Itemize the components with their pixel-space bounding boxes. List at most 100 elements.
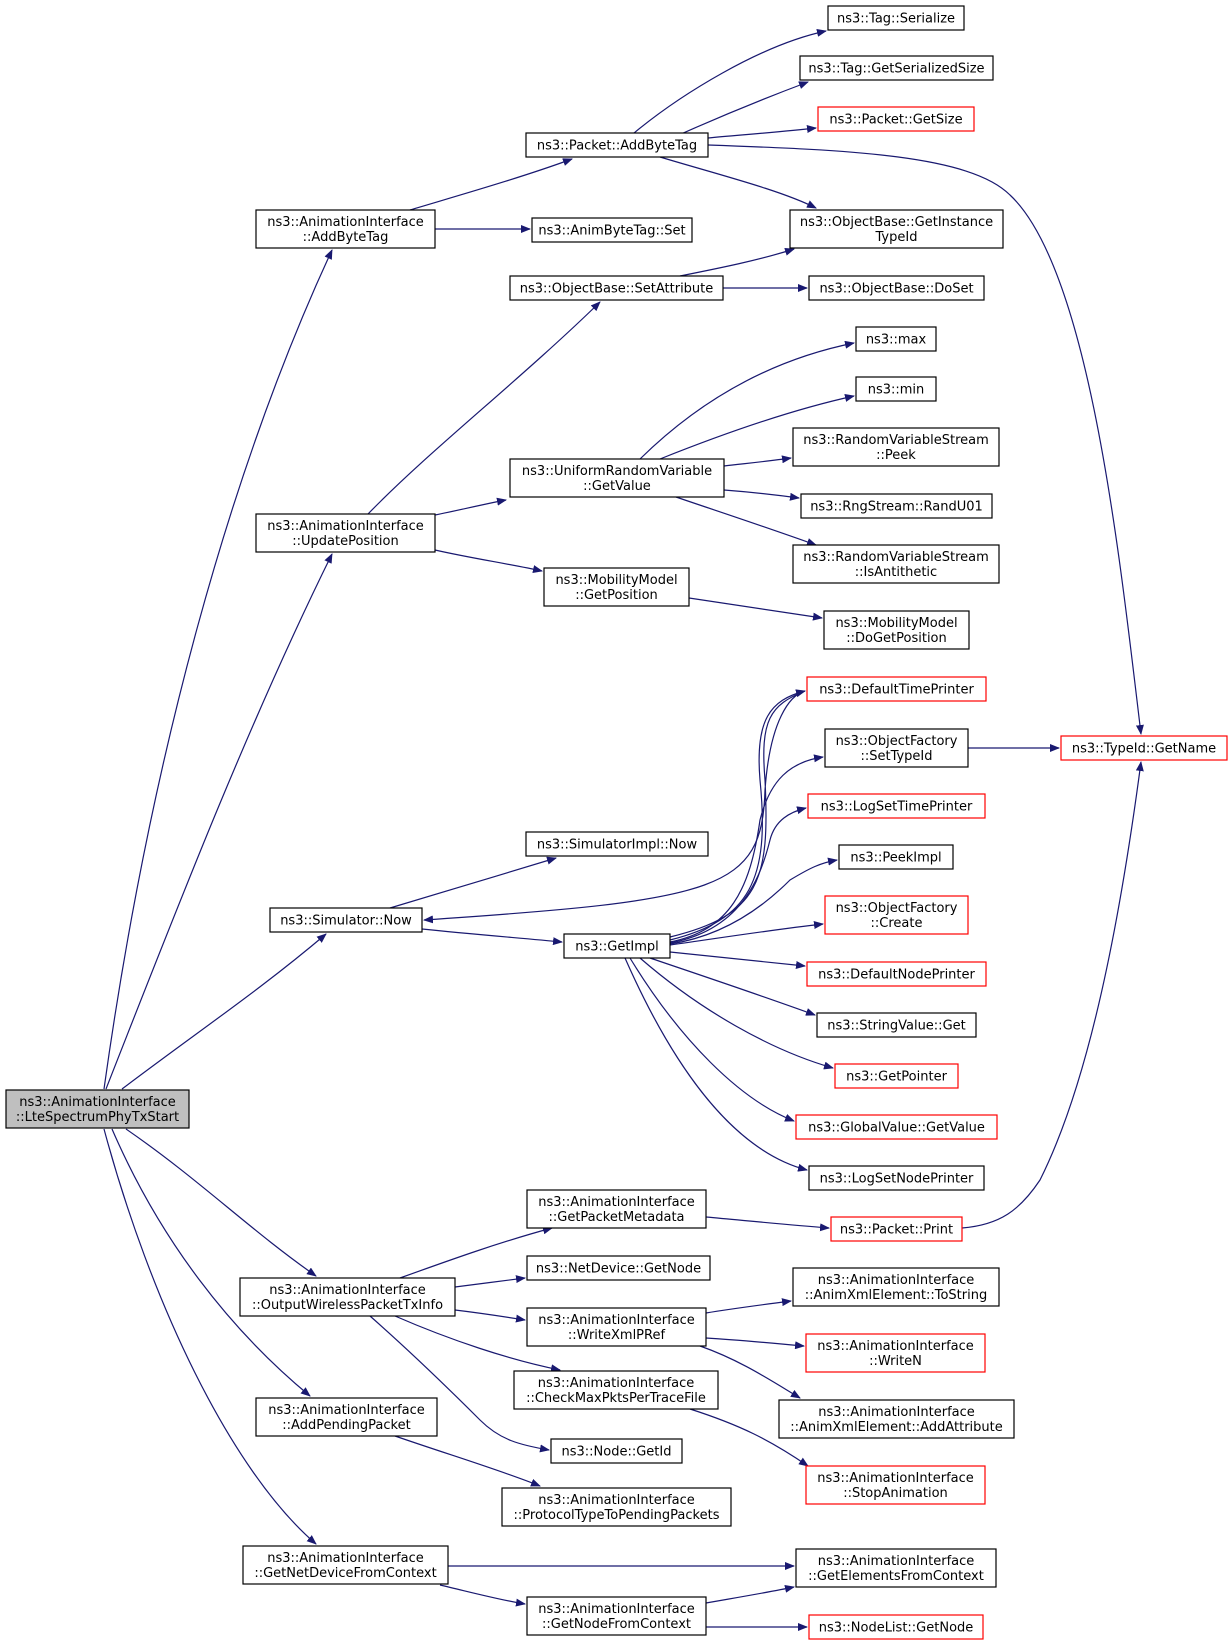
node-nodegetid[interactable]: ns3::Node::GetId <box>550 1438 683 1464</box>
node-box <box>795 1114 998 1140</box>
node-pktaddbytetag[interactable]: ns3::Packet::AddByteTag <box>525 132 709 158</box>
node-label: ns3::Node::GetId <box>562 1445 672 1460</box>
node-label: ns3::AnimationInterface <box>818 1273 975 1288</box>
node-deftimeprinter[interactable]: ns3::DefaultTimePrinter <box>806 676 987 702</box>
edge-outwireless-to-netdevgetnode <box>454 1275 526 1288</box>
edge-line <box>659 156 817 209</box>
edge-urvgetvalue-to-isantithetic <box>675 496 817 546</box>
node-box <box>789 209 1004 249</box>
node-logsetnodeprinter[interactable]: ns3::LogSetNodePrinter <box>808 1165 985 1191</box>
node-typeidgetname[interactable]: ns3::TypeId::GetName <box>1060 735 1228 761</box>
node-stopanim[interactable]: ns3::AnimationInterface::StopAnimation <box>805 1465 986 1505</box>
node-box <box>269 907 423 933</box>
node-label: ns3::AnimationInterface <box>817 1339 974 1354</box>
node-outwireless[interactable]: ns3::AnimationInterface::OutputWirelessP… <box>239 1277 456 1317</box>
node-label: ::GetPacketMetadata <box>548 1210 684 1225</box>
edge-line <box>649 957 816 1016</box>
edge-line <box>103 1128 317 1545</box>
node-label: ns3::min <box>868 383 925 398</box>
node-label: ns3::StringValue::Get <box>827 1019 965 1034</box>
node-rvspeek[interactable]: ns3::RandomVariableStream::Peek <box>792 427 1000 467</box>
node-label: ::UpdatePosition <box>292 534 398 549</box>
node-checkmax[interactable]: ns3::AnimationInterface::CheckMaxPktsPer… <box>513 1370 719 1410</box>
edge-root-to-simnow <box>121 933 327 1090</box>
node-label: ns3::LogSetNodePrinter <box>820 1172 974 1187</box>
node-addbytetag[interactable]: ns3::AnimationInterface::AddByteTag <box>255 209 436 249</box>
node-label: ns3::AnimationInterface <box>538 1313 695 1328</box>
node-min[interactable]: ns3::min <box>855 376 937 402</box>
node-getelements[interactable]: ns3::AnimationInterface::GetElementsFrom… <box>795 1548 997 1588</box>
node-box <box>823 610 970 650</box>
node-label: ns3::UniformRandomVariable <box>522 464 712 479</box>
node-box <box>799 55 994 81</box>
node-box <box>239 1277 456 1317</box>
edge-line <box>394 1435 541 1487</box>
node-updatepos[interactable]: ns3::AnimationInterface::UpdatePosition <box>255 513 436 553</box>
edge-line <box>707 144 1144 735</box>
node-root[interactable]: ns3::AnimationInterface::LteSpectrumPhyT… <box>5 1089 190 1129</box>
node-netdevgetnode[interactable]: ns3::NetDevice::GetNode <box>526 1255 711 1281</box>
edge-line <box>394 1315 561 1373</box>
node-addattribute[interactable]: ns3::AnimationInterface::AnimXmlElement:… <box>778 1399 1015 1439</box>
edge-getpktmeta-to-pktprint <box>705 1216 830 1232</box>
node-logsettimeprinter[interactable]: ns3::LogSetTimePrinter <box>807 793 986 819</box>
node-getpktmeta[interactable]: ns3::AnimationInterface::GetPacketMetada… <box>526 1189 707 1229</box>
node-box <box>525 831 709 857</box>
node-tagserialize[interactable]: ns3::Tag::Serialize <box>827 5 965 31</box>
edge-line <box>705 1298 792 1314</box>
node-label: ::WriteN <box>869 1354 922 1369</box>
node-label: ::AnimXmlElement::AddAttribute <box>790 1420 1003 1435</box>
node-box <box>255 209 436 249</box>
node-label: ::AddByteTag <box>303 230 389 245</box>
node-globalvalueget[interactable]: ns3::GlobalValue::GetValue <box>795 1114 998 1140</box>
node-ofcreate[interactable]: ns3::ObjectFactory::Create <box>824 895 969 935</box>
edge-simnow-to-getimpl <box>421 928 563 946</box>
node-pktgetsize[interactable]: ns3::Packet::GetSize <box>817 106 975 132</box>
node-writen[interactable]: ns3::AnimationInterface::WriteN <box>805 1333 986 1373</box>
node-addpending[interactable]: ns3::AnimationInterface::AddPendingPacke… <box>255 1397 438 1437</box>
node-getimpl[interactable]: ns3::GetImpl <box>563 933 671 959</box>
node-simnow[interactable]: ns3::Simulator::Now <box>269 907 423 933</box>
node-label: TypeId <box>875 230 918 245</box>
node-tostring[interactable]: ns3::AnimationInterface::AnimXmlElement:… <box>792 1267 1000 1307</box>
node-animbytetagset[interactable]: ns3::AnimByteTag::Set <box>531 217 693 243</box>
edge-addpending-to-prototopend <box>394 1435 541 1487</box>
node-box <box>509 275 724 301</box>
node-simimplnow[interactable]: ns3::SimulatorImpl::Now <box>525 831 709 857</box>
node-writexmlpref[interactable]: ns3::AnimationInterface::WriteXmlPRef <box>526 1307 707 1347</box>
edge-line <box>389 856 557 909</box>
node-getnodefromctx[interactable]: ns3::AnimationInterface::GetNodeFromCont… <box>526 1596 707 1636</box>
node-peekimpl[interactable]: ns3::PeekImpl <box>838 844 954 870</box>
node-setattr[interactable]: ns3::ObjectBase::SetAttribute <box>509 275 724 301</box>
node-dogetpos[interactable]: ns3::MobilityModel::DoGetPosition <box>823 610 970 650</box>
node-box <box>255 1397 438 1437</box>
node-defnodeprinter[interactable]: ns3::DefaultNodePrinter <box>806 961 987 987</box>
edge-urvgetvalue-to-min <box>659 394 855 460</box>
node-ofsettypeid[interactable]: ns3::ObjectFactory::SetTypeId <box>824 728 969 768</box>
edge-outwireless-to-checkmax <box>394 1315 561 1373</box>
node-label: ::WriteXmlPRef <box>568 1328 666 1343</box>
node-box <box>800 493 993 519</box>
node-box <box>255 513 436 553</box>
node-doset[interactable]: ns3::ObjectBase::DoSet <box>808 275 985 301</box>
node-randu01[interactable]: ns3::RngStream::RandU01 <box>800 493 993 519</box>
node-getpointer[interactable]: ns3::GetPointer <box>834 1063 959 1089</box>
node-max[interactable]: ns3::max <box>855 326 937 352</box>
node-label: ns3::SimulatorImpl::Now <box>537 838 698 853</box>
node-box <box>242 1545 449 1585</box>
node-pktprint[interactable]: ns3::Packet::Print <box>830 1216 963 1242</box>
node-prototopend[interactable]: ns3::AnimationInterface::ProtocolTypeToP… <box>501 1487 732 1527</box>
edge-line <box>421 928 563 946</box>
node-mmgetpos[interactable]: ns3::MobilityModel::GetPosition <box>543 567 690 607</box>
node-stringvalueget[interactable]: ns3::StringValue::Get <box>816 1012 977 1038</box>
node-nodelistgetnode[interactable]: ns3::NodeList::GetNode <box>808 1614 984 1640</box>
edge-line <box>369 1315 550 1453</box>
node-isantithetic[interactable]: ns3::RandomVariableStream::IsAntithetic <box>792 544 1000 584</box>
node-label: ns3::AnimationInterface <box>538 1493 695 1508</box>
node-getnetdev[interactable]: ns3::AnimationInterface::GetNetDeviceFro… <box>242 1545 449 1585</box>
node-urvgetvalue[interactable]: ns3::UniformRandomVariable::GetValue <box>509 458 725 498</box>
node-taggetsersize[interactable]: ns3::Tag::GetSerializedSize <box>799 55 994 81</box>
edge-line <box>705 1584 795 1604</box>
node-label: ns3::Packet::Print <box>840 1223 953 1238</box>
